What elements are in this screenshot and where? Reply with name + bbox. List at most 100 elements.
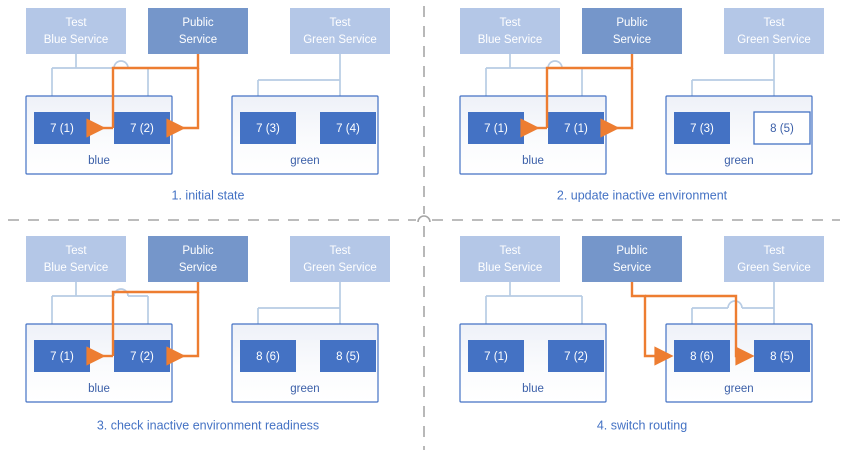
p3-instance-blue-2 xyxy=(114,340,170,372)
p1-instance-green-1 xyxy=(240,112,296,144)
p4-public-service[interactable] xyxy=(582,236,682,282)
p2-blue-fanout xyxy=(485,54,582,100)
p1-instance-blue-2-label: 7 (2) xyxy=(130,123,154,135)
p4-instance-blue-1 xyxy=(468,340,524,372)
p3-instance-green-1-label: 8 (6) xyxy=(256,351,280,363)
p4-instance-blue-1-label: 7 (1) xyxy=(484,351,508,363)
p1-test-blue-service[interactable] xyxy=(26,8,126,54)
p1-orange-routes xyxy=(86,54,200,138)
p2-orange-left-path xyxy=(545,54,634,128)
p3-instance-green-1 xyxy=(240,340,296,372)
p2-instance-blue-2-label: 7 (1) xyxy=(564,123,588,135)
p2-blue-hop-arc xyxy=(547,60,563,69)
p1-blue-fanout xyxy=(51,54,148,100)
p1-instance-green-1-label: 7 (3) xyxy=(256,123,280,135)
divider-hop-arc xyxy=(417,215,431,223)
p3-instance-blue-2-label: 7 (2) xyxy=(130,351,154,363)
p4-test-green-service[interactable] xyxy=(724,236,824,282)
p2-instance-blue-2 xyxy=(548,112,604,144)
p4-instance-blue-2-label: 7 (2) xyxy=(564,351,588,363)
p3-instance-blue-1 xyxy=(34,340,90,372)
p3-orange-routes xyxy=(86,282,200,366)
p1-test-blue-line1: Test xyxy=(65,17,87,29)
p4-test-green-line1: Test xyxy=(763,245,785,257)
p4-test-blue-line1: Test xyxy=(499,245,521,257)
p3-instance-green-2 xyxy=(320,340,376,372)
p4-instance-green-1-label: 8 (6) xyxy=(690,351,714,363)
p2-public-line1: Public xyxy=(616,17,648,29)
p1-env-green-name: green xyxy=(290,155,319,167)
p3-public-line1: Public xyxy=(182,245,214,257)
p1-instance-blue-2 xyxy=(114,112,170,144)
p1-caption: 1. initial state xyxy=(172,188,245,202)
p2-instance-blue-1-label: 7 (1) xyxy=(484,123,508,135)
p4-instance-green-2 xyxy=(754,340,810,372)
p2-orange-routes xyxy=(520,54,634,138)
p2-test-blue-line2: Blue Service xyxy=(478,34,543,46)
p2-test-green-line1: Test xyxy=(763,17,785,29)
p2-instance-green-2-ghost xyxy=(753,111,811,145)
p3-instance-blue-1-label: 7 (1) xyxy=(50,351,74,363)
p4-public-line1: Public xyxy=(616,245,648,257)
p1-instance-green-2-label: 7 (4) xyxy=(336,123,360,135)
p3-orange-left-path xyxy=(111,282,200,356)
p1-instance-blue-1 xyxy=(34,112,90,144)
p4-test-blue-line2: Blue Service xyxy=(478,262,543,274)
p3-caption: 3. check inactive environment readiness xyxy=(97,418,319,432)
p3-env-green-name: green xyxy=(290,383,319,395)
p3-instance-green-2-label: 8 (5) xyxy=(336,351,360,363)
p3-blue-hop-arc xyxy=(113,288,129,297)
p4-instance-blue-2 xyxy=(548,340,604,372)
p4-green-fanout xyxy=(691,282,775,328)
p4-env-green-name: green xyxy=(724,383,753,395)
p2-instance-green-1-label: 7 (3) xyxy=(690,123,714,135)
p4-test-green-line2: Green Service xyxy=(737,262,811,274)
p2-test-green-service[interactable] xyxy=(724,8,824,54)
p2-instance-green-2-label: 8 (5) xyxy=(770,123,794,135)
p2-env-blue-name: blue xyxy=(522,155,544,167)
p1-env-blue-name: blue xyxy=(88,155,110,167)
p4-public-line2: Service xyxy=(613,262,651,274)
p3-test-green-line2: Green Service xyxy=(303,262,377,274)
p3-test-blue-service[interactable] xyxy=(26,236,126,282)
p1-public-service[interactable] xyxy=(148,8,248,54)
p4-instance-green-2-label: 8 (5) xyxy=(770,351,794,363)
p2-test-blue-service[interactable] xyxy=(460,8,560,54)
p2-caption: 2. update inactive environment xyxy=(557,188,728,202)
p4-blue-fanout xyxy=(485,282,582,328)
p3-env-blue-name: blue xyxy=(88,383,110,395)
p1-instance-green-2 xyxy=(320,112,376,144)
p1-test-green-line2: Green Service xyxy=(303,34,377,46)
p2-instance-blue-1 xyxy=(468,112,524,144)
p3-test-blue-line1: Test xyxy=(65,245,87,257)
p3-blue-fanout xyxy=(51,282,148,328)
p2-env-green-name: green xyxy=(724,155,753,167)
p4-orange-routes xyxy=(630,282,755,366)
p1-test-blue-line2: Blue Service xyxy=(44,34,109,46)
p3-public-line2: Service xyxy=(179,262,217,274)
p4-orange-left-path xyxy=(630,282,660,358)
p3-public-service[interactable] xyxy=(148,236,248,282)
p1-orange-left-path xyxy=(111,54,200,128)
p2-instance-green-1 xyxy=(674,112,730,144)
p2-public-line2: Service xyxy=(613,34,651,46)
p1-test-green-line1: Test xyxy=(329,17,351,29)
p1-blue-hop-arc xyxy=(113,60,129,69)
p1-public-line1: Public xyxy=(182,17,214,29)
p4-caption: 4. switch routing xyxy=(597,418,687,432)
p2-test-blue-line1: Test xyxy=(499,17,521,29)
p4-instance-green-1 xyxy=(674,340,730,372)
p2-test-green-line2: Green Service xyxy=(737,34,811,46)
p3-test-blue-line2: Blue Service xyxy=(44,262,109,274)
p4-test-blue-service[interactable] xyxy=(460,236,560,282)
p1-test-green-service[interactable] xyxy=(290,8,390,54)
p1-public-line2: Service xyxy=(179,34,217,46)
p2-public-service[interactable] xyxy=(582,8,682,54)
p3-test-green-service[interactable] xyxy=(290,236,390,282)
